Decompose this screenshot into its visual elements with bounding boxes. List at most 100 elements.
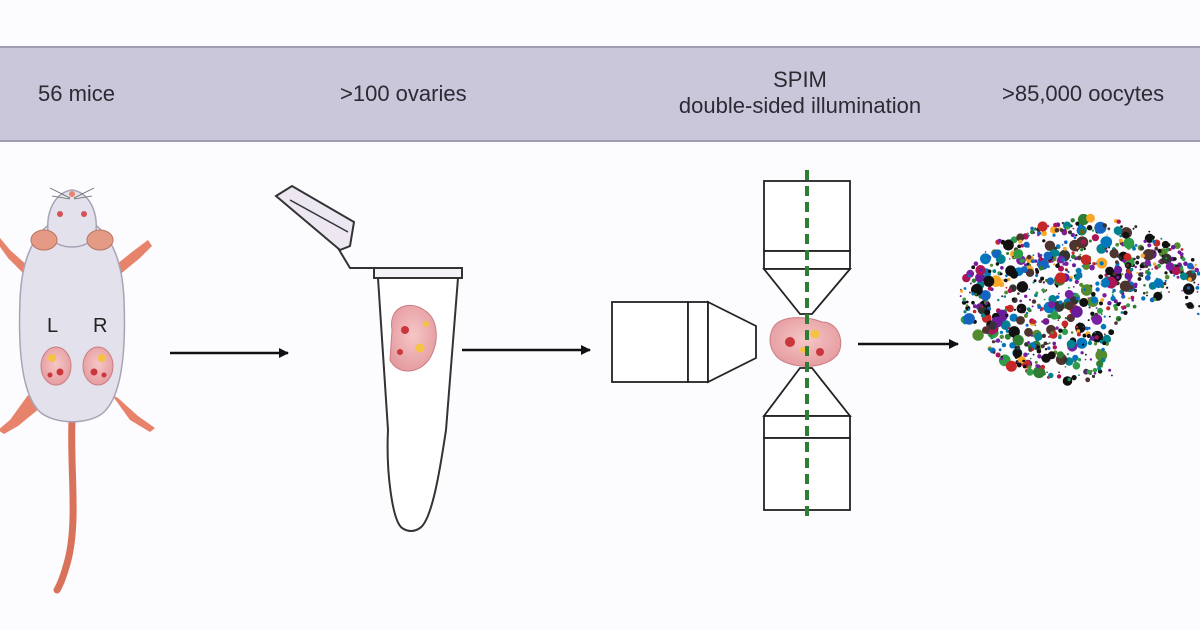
- oocyte-dot: [979, 268, 983, 272]
- oocyte-dot: [1050, 311, 1059, 320]
- oocyte-dot: [1030, 334, 1034, 337]
- oocyte-dot: [1067, 315, 1070, 317]
- oocyte-dot: [1094, 335, 1099, 340]
- oocyte-dot: [1173, 242, 1181, 250]
- header-band: [0, 46, 1200, 142]
- oocyte-dot: [1184, 295, 1189, 300]
- oocyte-dot: [1012, 255, 1015, 258]
- oocyte-dot: [984, 251, 987, 253]
- oocyte-dot: [1061, 257, 1066, 262]
- oocyte-dot: [1003, 295, 1007, 298]
- oocyte-dot: [1031, 319, 1037, 325]
- oocyte-dot: [1089, 264, 1095, 271]
- oocyte-dot: [971, 265, 976, 270]
- oocyte-dot: [1003, 239, 1014, 251]
- oocyte-dot: [1032, 254, 1035, 257]
- oocyte-dot: [1186, 302, 1194, 309]
- oocyte-dot: [1058, 371, 1060, 374]
- oocyte-dot: [1183, 261, 1188, 267]
- oocyte-dot: [1016, 233, 1025, 242]
- oocyte-dot: [1084, 227, 1087, 230]
- oocyte-dot: [1139, 264, 1144, 269]
- oocyte-dot: [1090, 311, 1095, 316]
- oocyte-dot: [1044, 240, 1056, 251]
- oocyte-dot: [1020, 266, 1028, 273]
- oocyte-dot: [1062, 230, 1067, 236]
- oocyte-dot: [1083, 288, 1087, 291]
- oocyte-dot: [965, 304, 969, 307]
- oocyte-dot: [1105, 250, 1109, 253]
- oocyte-dot: [1149, 284, 1152, 287]
- oocyte-dot: [1034, 259, 1038, 263]
- oocyte-dot: [980, 290, 991, 301]
- oocyte-dot: [1020, 243, 1024, 248]
- oocyte-dot: [1013, 308, 1017, 311]
- oocyte-dot: [1121, 292, 1125, 296]
- oocyte-dot: [1062, 376, 1073, 386]
- oocyte-dot: [1116, 275, 1120, 279]
- oocyte-dot: [1177, 250, 1182, 254]
- oocyte-dot: [1165, 257, 1168, 260]
- oocyte-dot: [1076, 332, 1081, 337]
- oocyte-dot: [1142, 291, 1146, 295]
- oocyte-dot: [1051, 261, 1054, 263]
- oocyte-dot: [1023, 294, 1028, 298]
- oocyte-dot: [1044, 319, 1047, 322]
- oocyte-dot: [1090, 336, 1095, 341]
- oocyte-dot: [1095, 287, 1100, 292]
- oocyte-dot: [1026, 254, 1032, 260]
- oocyte-dot: [1100, 278, 1110, 288]
- oocyte-dot: [1093, 342, 1098, 346]
- oocyte-dot: [1031, 259, 1035, 264]
- oocyte-dot: [1037, 354, 1042, 359]
- oocyte-dot: [997, 238, 1002, 243]
- oocyte-dot: [1042, 239, 1046, 243]
- oocyte-dot: [1054, 227, 1060, 233]
- oocyte-dot: [1164, 274, 1170, 280]
- oocyte-dot: [1133, 288, 1138, 293]
- oocyte-dot: [1072, 263, 1076, 268]
- oocyte-dot: [1130, 295, 1135, 300]
- oocyte-dot: [1061, 320, 1069, 328]
- oocyte-dot: [1094, 312, 1099, 317]
- oocyte-dot: [1157, 248, 1162, 253]
- oocyte-dot: [1154, 246, 1159, 251]
- oocyte-dot: [1091, 234, 1099, 242]
- oocyte-dot: [1038, 265, 1044, 271]
- oocyte-dot: [973, 261, 979, 267]
- oocyte-dot: [1127, 297, 1131, 300]
- oocyte-dot: [1120, 225, 1123, 228]
- oocyte-dot: [1072, 227, 1075, 230]
- oocyte-dot: [1048, 335, 1050, 338]
- oocyte-dot: [1063, 357, 1068, 363]
- oocyte-dot: [1050, 331, 1054, 335]
- oocyte-dot: [1095, 262, 1097, 265]
- oocyte-dot: [1032, 281, 1035, 284]
- oocyte-dot: [1186, 262, 1194, 270]
- oocyte-dot: [1121, 273, 1124, 275]
- oocyte-dot: [1075, 326, 1079, 329]
- oocyte-dot: [1082, 326, 1085, 329]
- oocyte-dot: [1000, 266, 1004, 270]
- oocyte-dot: [1025, 268, 1035, 277]
- oocyte-dot: [1064, 289, 1074, 299]
- oocyte-dot: [1103, 315, 1106, 318]
- oocyte-dot: [1054, 276, 1056, 279]
- oocyte-dot: [1070, 305, 1083, 318]
- oocyte-dot: [1079, 282, 1084, 287]
- oocyte-dot: [1173, 274, 1176, 277]
- oocyte-dot: [1052, 345, 1058, 350]
- oocyte-dot: [1085, 353, 1087, 356]
- oocyte-dot: [1071, 375, 1077, 381]
- oocyte-dot: [1165, 247, 1171, 252]
- oocyte-dot: [1028, 347, 1033, 352]
- oocyte-dot: [1028, 308, 1032, 313]
- oocyte-dot: [972, 309, 977, 314]
- oocyte-dot: [1075, 296, 1080, 301]
- step-label-spim: SPIM double-sided illumination: [665, 67, 935, 119]
- oocyte-dot: [1018, 239, 1023, 244]
- oocyte-dot: [1004, 278, 1008, 283]
- oocyte-dot: [981, 305, 984, 308]
- oocyte-dot: [1023, 313, 1028, 318]
- oocyte-dot: [1036, 345, 1040, 349]
